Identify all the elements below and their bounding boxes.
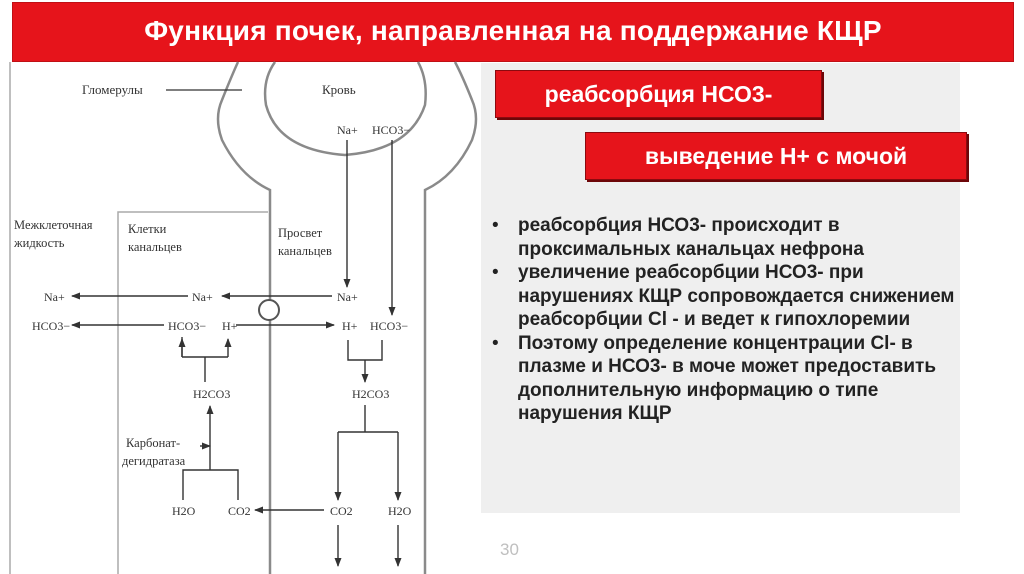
reabsorption-box: реабсорбция НСО3- <box>495 70 822 118</box>
slide-title: Функция почек, направленная на поддержан… <box>144 15 882 46</box>
bullet-item: • реабсорбция НСО3- происходит в проксима… <box>488 214 958 261</box>
lumen-co2: CO2 <box>330 504 353 518</box>
label-glomeruli: Гломерулы <box>82 82 143 97</box>
title-bar: Функция почек, направленная на поддержан… <box>12 2 1014 62</box>
excretion-box: выведение Н+ с мочой <box>585 132 967 180</box>
label-blood: Кровь <box>322 82 356 97</box>
lumen-h2co3: H2CO3 <box>352 387 389 401</box>
label-cells-2: канальцев <box>128 240 182 254</box>
bullet-dot: • <box>492 332 499 354</box>
cell-hco3: HCO3− <box>168 319 206 333</box>
label-interstitial-2: жидкость <box>13 236 65 250</box>
bullet-dot: • <box>492 262 499 283</box>
blood-hco3: HCO3− <box>372 123 410 137</box>
bullet-text: реабсорбция НСО3- происходит в проксимал… <box>518 215 864 260</box>
cell-h2o: H2O <box>172 504 196 518</box>
bullet-text: Поэтому определение концентрации Cl- в п… <box>518 332 936 425</box>
lumen-h2o: H2O <box>388 504 412 518</box>
label-cells-1: Клетки <box>128 222 167 236</box>
label-enzyme-1: Карбонат- <box>126 436 180 450</box>
lumen-h: H+ <box>342 319 358 333</box>
cell-h2co3: H2CO3 <box>193 387 230 401</box>
blood-na: Na+ <box>337 123 358 137</box>
bullet-item: • Поэтому определение концентрации Cl- в … <box>488 332 958 426</box>
cell-h: H+ <box>222 319 238 333</box>
bullet-item: • увеличение реабсорбции НСО3- при наруше… <box>488 261 958 332</box>
lumen-na: Na+ <box>337 290 358 304</box>
label-enzyme-2: дегидратаза <box>122 454 186 468</box>
lumen-hco3: HCO3− <box>370 319 408 333</box>
page-number: 30 <box>500 540 519 559</box>
interstitial-hco3: HCO3− <box>32 319 70 333</box>
cell-na: Na+ <box>192 290 213 304</box>
connector-lumen-h-hco3 <box>347 340 383 361</box>
label-lumen-1: Просвет <box>278 226 323 240</box>
kidney-diagram: Гломерулы Кровь Межклеточная жидкость Кл… <box>9 61 478 574</box>
bowman-capsule-outline <box>216 61 272 210</box>
interstitial-na: Na+ <box>44 290 65 304</box>
label-interstitial-1: Межклеточная <box>14 218 93 232</box>
glomerulus-outline <box>263 61 427 157</box>
label-lumen-2: канальцев <box>278 244 332 258</box>
bowman-capsule-outline-right <box>423 61 478 210</box>
cell-co2: CO2 <box>228 504 251 518</box>
bullet-dot: • <box>492 215 499 236</box>
transporter-circle <box>258 299 280 321</box>
cell-border <box>117 211 268 574</box>
connector-cell-h2o-co2 <box>182 469 239 500</box>
bullet-list: • реабсорбция НСО3- происходит в проксима… <box>488 214 958 426</box>
bullet-text: увеличение реабсорбции НСО3- при нарушен… <box>518 262 955 330</box>
